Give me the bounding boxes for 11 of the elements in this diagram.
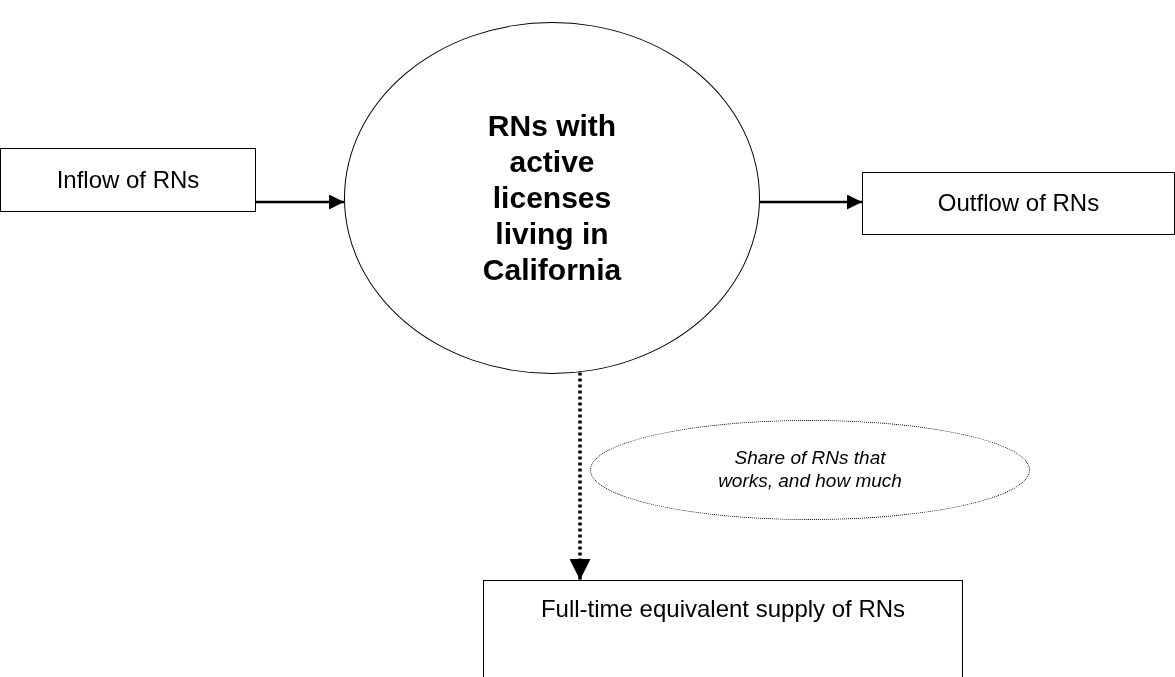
supply-box [483, 580, 963, 677]
inflow-box [0, 148, 256, 212]
arrow [759, 194, 862, 210]
node-label: Full-time equivalent supply of RNs [540, 595, 906, 624]
node-label: RNs with active licenses living in California [481, 108, 623, 288]
node-label: Inflow of RNs [56, 165, 200, 195]
node-label: Outflow of RNs [937, 189, 1100, 218]
arrow [256, 194, 345, 210]
arrow [569, 372, 591, 580]
outflow-box [862, 172, 1175, 235]
node-label: Share of RNs that works, and how much [717, 447, 903, 493]
